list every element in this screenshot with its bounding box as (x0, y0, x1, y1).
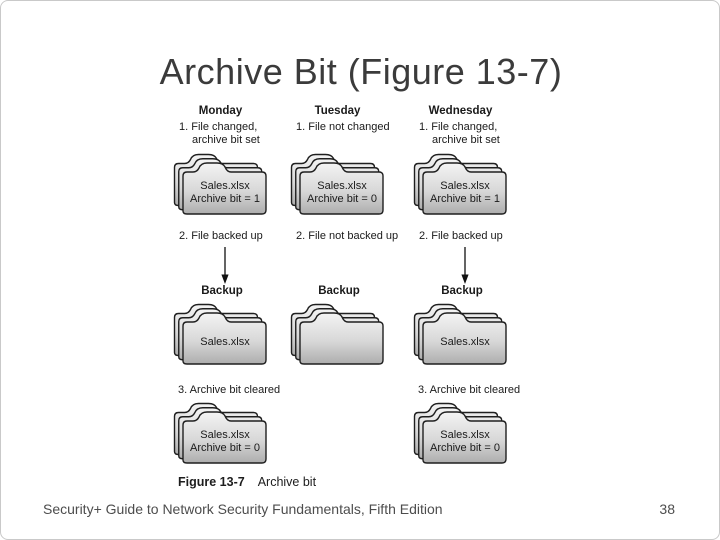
folder-archive-bit: Archive bit = 1 (189, 193, 260, 205)
folder-label: Sales.xlsx Archive bit = 0 (299, 171, 385, 215)
step-2-label: 2. File not backed up (296, 230, 399, 242)
archive-bit-diagram: Monday 1. File changed, archive bit set … (1, 105, 720, 471)
folder-label: Sales.xlsx Archive bit = 1 (182, 171, 268, 215)
folder-file-name: Sales.xlsx (317, 179, 367, 192)
day-header: Wednesday (428, 105, 493, 117)
figure-caption-label: Figure 13-7 (178, 475, 245, 489)
step-1-label: 1. File not changed (286, 121, 426, 134)
footer-book-title: Security+ Guide to Network Security Fund… (43, 501, 443, 517)
step-2-label: 2. File backed up (419, 230, 503, 242)
backup-folder-icon: Sales.xlsx (169, 300, 269, 369)
figure-caption: Figure 13-7 Archive bit (178, 475, 316, 489)
backup-label: Backup (318, 285, 360, 297)
backup-folder-icon: Sales.xlsx (409, 300, 509, 369)
folder-label: Sales.xlsx (422, 321, 508, 365)
folder-file-name: Sales.xlsx (200, 336, 250, 349)
step-1-label: 1. File changed, archive bit set (409, 121, 549, 147)
step-1-line1: 1. File changed, (419, 121, 498, 133)
page-title: Archive Bit (Figure 13-7) (159, 51, 563, 92)
folder-file-name: Sales.xlsx (440, 336, 490, 349)
cleared-folder-icon: Sales.xlsx Archive bit = 0 (409, 399, 509, 468)
file-folder-icon: Sales.xlsx Archive bit = 0 (286, 150, 386, 219)
step-1-line2: archive bit set (192, 134, 260, 146)
day-column-wednesday: Wednesday 1. File changed, archive bit s… (409, 105, 520, 471)
folder-file-name: Sales.xlsx (200, 179, 250, 192)
day-column-monday: Monday 1. File changed, archive bit set … (169, 105, 280, 471)
step-1-line1: 1. File not changed (296, 121, 390, 133)
folder-archive-bit: Archive bit = 1 (429, 193, 500, 205)
step-1-label: 1. File changed, archive bit set (169, 121, 309, 147)
day-column-tuesday: Tuesday 1. File not changed Sales.xlsx A… (286, 105, 398, 471)
step-1-line2: archive bit set (432, 134, 500, 146)
step-3-label: 3. Archive bit cleared (178, 384, 281, 396)
folder-label: Sales.xlsx Archive bit = 0 (182, 420, 268, 464)
folder-label: Sales.xlsx Archive bit = 0 (422, 420, 508, 464)
folder-label (299, 321, 385, 365)
file-folder-icon: Sales.xlsx Archive bit = 1 (409, 150, 509, 219)
step-2-label: 2. File backed up (179, 230, 263, 242)
folder-file-name: Sales.xlsx (440, 179, 490, 192)
folder-archive-bit: Archive bit = 0 (306, 193, 377, 205)
step-3-label: 3. Archive bit cleared (418, 384, 521, 396)
file-folder-icon: Sales.xlsx Archive bit = 1 (169, 150, 269, 219)
backup-label: Backup (441, 285, 483, 297)
figure-caption-text: Archive bit (257, 475, 317, 489)
folder-label: Sales.xlsx Archive bit = 1 (422, 171, 508, 215)
day-header: Monday (198, 105, 243, 117)
slide-footer: Security+ Guide to Network Security Fund… (43, 501, 675, 517)
folder-archive-bit: Archive bit = 0 (429, 442, 500, 454)
folder-label: Sales.xlsx (182, 321, 268, 365)
day-header: Tuesday (314, 105, 361, 117)
step-1-line1: 1. File changed, (179, 121, 258, 133)
folder-archive-bit: Archive bit = 0 (189, 442, 260, 454)
folder-file-name: Sales.xlsx (440, 428, 490, 441)
down-arrow-icon (220, 246, 230, 285)
backup-label: Backup (201, 285, 243, 297)
down-arrow-icon (460, 246, 470, 285)
folder-file-name: Sales.xlsx (200, 428, 250, 441)
backup-folder-icon (286, 300, 386, 369)
page-number: 38 (659, 501, 675, 517)
cleared-folder-icon: Sales.xlsx Archive bit = 0 (169, 399, 269, 468)
